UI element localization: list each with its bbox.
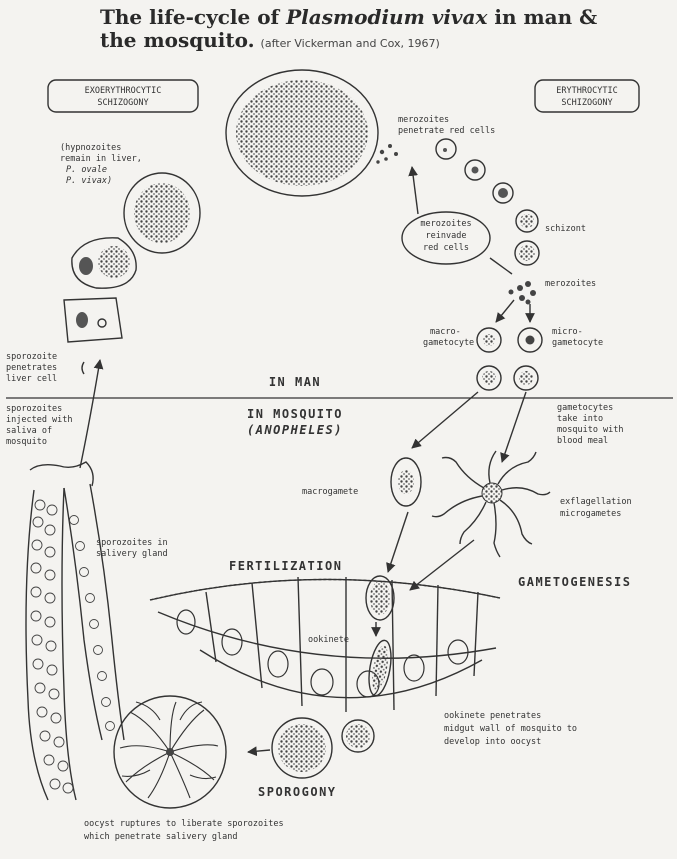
label-macrogametocyte-1: macro-	[430, 327, 461, 337]
label-anopheles: (ANOPHELES)	[247, 423, 343, 437]
ruptured-oocyst	[114, 696, 226, 808]
label-hypnozoites-3: P. ovale	[66, 165, 107, 175]
exoerythrocytic-label-box: EXOERYTHROCYTIC SCHIZOGONY	[48, 80, 198, 112]
gametocyte-pair-lower	[477, 366, 538, 390]
label-oocyst-ruptures-2: which penetrate salivery gland	[84, 832, 238, 842]
label-sporozoite-1: sporozoite	[6, 352, 57, 362]
label-injected-1: sporozoites	[6, 404, 62, 414]
label-reinvade-2: reinvade	[426, 231, 467, 241]
ery-label-2: SCHIZOGONY	[561, 98, 612, 108]
oocyst-mature	[272, 718, 332, 778]
red-cell-trophozoite-2	[493, 183, 513, 203]
label-ookinete-penetrates-2: midgut wall of mosquito to	[444, 724, 577, 734]
red-cell-ring	[436, 139, 456, 159]
red-cell-trophozoite-1	[465, 160, 485, 180]
label-ookinete: ookinete	[308, 635, 349, 645]
macrogametocyte-cell	[477, 328, 501, 352]
arrow-to-macrogamete	[412, 392, 478, 448]
label-fertilization: FERTILIZATION	[229, 559, 342, 573]
label-gametocytes-take-2: take into	[557, 414, 603, 424]
exo-label-1: EXOERYTHROCYTIC	[85, 86, 162, 96]
label-hypnozoites-1: (hypnozoites	[60, 143, 121, 153]
label-injected-4: mosquito	[6, 437, 47, 447]
arrow-to-macrogametocyte	[496, 300, 514, 322]
arrow-to-microgametes	[502, 392, 526, 462]
label-ookinete-penetrates-3: develop into oocyst	[444, 737, 541, 747]
title-text-2: the mosquito.	[100, 28, 255, 52]
label-sporozoites-gland-2: salivery gland	[96, 549, 168, 559]
erythrocytic-label-box: ERYTHROCYTIC SCHIZOGONY	[535, 80, 639, 112]
exflagellating-microgametocyte	[432, 451, 550, 557]
label-exflagellation-1: exflagellation	[560, 497, 632, 507]
liver-schizont-mature	[124, 173, 200, 253]
label-reinvade-1: merozoites	[420, 219, 471, 229]
macrogamete-cell	[391, 458, 421, 506]
ery-label-1: ERYTHROCYTIC	[556, 86, 617, 96]
label-microgametocyte-2: gametocyte	[552, 338, 603, 348]
oocyst-young	[342, 720, 374, 752]
label-gametocytes-take-1: gametocytes	[557, 403, 613, 413]
label-sporogony: SPOROGONY	[258, 785, 337, 799]
label-reinvade-3: red cells	[423, 243, 469, 253]
line-reinvade-merozoites	[490, 258, 512, 274]
label-ookinete-penetrates-1: ookinete penetrates	[444, 711, 541, 721]
title-line-1: The life-cycle of Plasmodium vivax in ma…	[100, 6, 677, 29]
reinvade-bubble: merozoites reinvade red cells	[402, 212, 490, 264]
label-hypnozoites-2: remain in liver,	[60, 154, 142, 164]
label-microgametocyte-1: micro-	[552, 327, 583, 337]
label-macrogametocyte-2: gametocyte	[423, 338, 474, 348]
liver-schizont-developing	[72, 238, 136, 288]
ookinete-in-wall	[365, 639, 394, 698]
red-cell-schizont	[515, 241, 539, 265]
label-gametogenesis: GAMETOGENESIS	[518, 575, 631, 589]
label-sporozoite-2: penetrates	[6, 363, 57, 373]
infected-liver-cell	[64, 298, 122, 342]
arrow-oocyst-rupture	[248, 750, 270, 752]
diagram-title: The life-cycle of Plasmodium vivax in ma…	[100, 6, 677, 55]
label-schizont: schizont	[545, 224, 586, 234]
label-exflagellation-2: microgametes	[560, 509, 621, 519]
label-injected-2: injected with	[6, 415, 73, 425]
label-macrogamete: macrogamete	[302, 487, 358, 497]
species-name: Plasmodium vivax	[286, 5, 487, 29]
title-credit: (after Vickerman and Cox, 1967)	[261, 37, 440, 50]
label-merozoites-penetrate-1: merozoites	[398, 115, 449, 125]
title-line-2: the mosquito. (after Vickerman and Cox, 1…	[100, 29, 677, 55]
arrow-microgamete-to-zygote	[410, 540, 474, 590]
label-in-mosquito: IN MOSQUITO	[247, 407, 343, 421]
liver-schizont-large	[226, 70, 378, 196]
label-gametocytes-take-3: mosquito with	[557, 425, 624, 435]
arrow-gland-to-liver	[80, 360, 100, 468]
salivary-gland	[26, 462, 124, 800]
title-text-end: in man &	[487, 5, 597, 29]
title-text: The life-cycle of	[100, 5, 286, 29]
label-gametocytes-take-4: blood meal	[557, 436, 608, 446]
label-merozoites: merozoites	[545, 279, 596, 289]
label-oocyst-ruptures-1: oocyst ruptures to liberate sporozoites	[84, 819, 284, 829]
label-in-man: IN MAN	[269, 375, 321, 389]
label-sporozoites-gland-1: sporozoites in	[96, 538, 168, 548]
released-merozoites	[376, 144, 398, 164]
label-hypnozoites-4: P. vivax)	[66, 176, 112, 186]
sporozoite-shape	[82, 362, 84, 374]
label-injected-3: saliva of	[6, 426, 52, 436]
arrow-reinvade-up	[412, 167, 418, 214]
red-cell-schizont-early	[516, 210, 538, 232]
arrow-macrogamete-to-zygote	[388, 512, 408, 572]
label-sporozoite-3: liver cell	[6, 374, 57, 384]
label-merozoites-penetrate-2: penetrate red cells	[398, 126, 495, 136]
microgametocyte-cell	[518, 328, 542, 352]
exo-label-2: SCHIZOGONY	[97, 98, 148, 108]
